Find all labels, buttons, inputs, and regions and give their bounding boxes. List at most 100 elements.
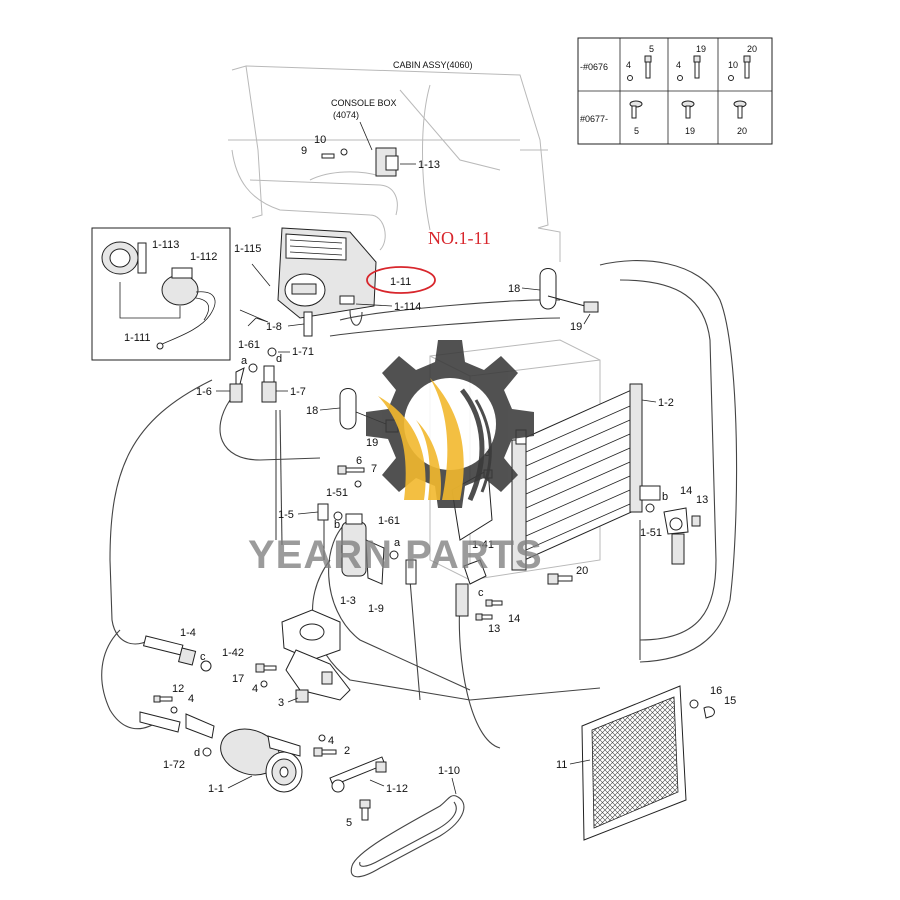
console-box-part — [321, 147, 399, 177]
callout-1-71: 1-71 — [292, 346, 314, 358]
heater-unit — [239, 227, 377, 337]
o-ring-icon — [389, 550, 399, 560]
grille-11 — [581, 685, 687, 841]
callout-2: 2 — [344, 745, 350, 757]
callout-1-13: 1-13 — [418, 159, 440, 171]
clamp-18-top — [539, 268, 599, 313]
table-num: 4 — [676, 60, 681, 70]
callout-5: 5 — [346, 817, 352, 829]
table-num: 5 — [649, 44, 654, 54]
blower-inset — [91, 227, 231, 361]
cabin-assy-label: CABIN ASSY(4060) — [393, 60, 473, 70]
callout-a: a — [241, 355, 248, 367]
o-ring-icon — [333, 511, 343, 521]
callout-1-10: 1-10 — [438, 765, 460, 777]
fitting-1-41 — [455, 559, 487, 617]
callout-13: 13 — [488, 623, 500, 635]
bolt-icon — [255, 663, 277, 688]
callout-1-114: 1-114 — [394, 301, 421, 313]
callout-11: 11 — [556, 759, 567, 771]
callout-1-3: 1-3 — [340, 595, 356, 607]
bolt-icon — [547, 573, 573, 585]
bolt-icon — [689, 699, 715, 719]
bolt-icon — [153, 695, 178, 714]
callout-4: 4 — [328, 735, 334, 747]
o-ring-icon — [202, 747, 212, 757]
o-ring-icon — [645, 503, 655, 513]
o-ring-icon — [200, 660, 212, 672]
callout-16: 16 — [710, 685, 722, 697]
callout-1-61: 1-61 — [378, 515, 400, 527]
callout-1-6: 1-6 — [196, 386, 212, 398]
flame-icon — [378, 378, 492, 502]
callout-1-8: 1-8 — [266, 321, 282, 333]
o-ring-icon — [248, 363, 258, 373]
callout-b: b — [334, 519, 340, 531]
callout-20: 20 — [576, 565, 588, 577]
callout-1-112: 1-112 — [190, 251, 217, 263]
callout-1-5: 1-5 — [278, 509, 294, 521]
callout-1-41: 1-41 — [472, 539, 494, 551]
table-serial-2: #0677- — [580, 114, 608, 124]
callout-18: 18 — [306, 405, 318, 417]
table-serial-1: -#0676 — [580, 62, 608, 72]
fitting-1-7 — [261, 365, 277, 403]
callout-19: 19 — [570, 321, 582, 333]
callout-1-7: 1-7 — [290, 386, 306, 398]
table-num: 20 — [737, 126, 747, 136]
belt-1-10 — [350, 795, 465, 878]
table-num: 19 — [696, 44, 706, 54]
bolt-icon — [475, 599, 503, 621]
callout-d: d — [194, 747, 200, 759]
callout-1-42: 1-42 — [222, 647, 244, 659]
table-num: 19 — [685, 126, 695, 136]
callout-c: c — [478, 587, 484, 599]
callout-b: b — [662, 491, 668, 503]
bolt-icon — [337, 465, 365, 488]
callout-1-4: 1-4 — [180, 627, 196, 639]
highlight-ring — [366, 266, 436, 294]
table-num: 5 — [634, 126, 639, 136]
callout-1-1: 1-1 — [208, 783, 224, 795]
bolt-icon — [691, 515, 701, 527]
callout-4: 4 — [252, 683, 258, 695]
callout-18: 18 — [508, 283, 520, 295]
callout-14: 14 — [508, 613, 520, 625]
callout-c: c — [200, 651, 206, 663]
condenser-1-2 — [511, 383, 661, 571]
callout-1-61: 1-61 — [238, 339, 260, 351]
callout-1-115: 1-115 — [234, 243, 261, 255]
bolt-icon — [627, 55, 751, 119]
callout-15: 15 — [724, 695, 736, 707]
fitting-1-6 — [229, 367, 245, 403]
bolt-icon — [313, 734, 337, 757]
o-ring-icon — [267, 347, 277, 357]
bolt-icon — [359, 799, 371, 821]
callout-9: 9 — [301, 145, 307, 157]
console-box-code: (4074) — [333, 110, 359, 120]
callout-17: 17 — [232, 673, 244, 685]
callout-13: 13 — [696, 494, 708, 506]
callout-1-51: 1-51 — [640, 527, 662, 539]
compressor-bracket — [281, 609, 351, 703]
callout-7: 7 — [371, 463, 377, 475]
callout-1-111: 1-111 — [124, 332, 151, 344]
fitting-right — [663, 507, 689, 565]
console-box-label: CONSOLE BOX — [331, 98, 397, 108]
callout-1-2: 1-2 — [658, 397, 674, 409]
compressor-1-1 — [139, 711, 303, 793]
callout-1-12: 1-12 — [386, 783, 408, 795]
fitting-icon — [405, 559, 417, 585]
callout-6: 6 — [356, 455, 362, 467]
watermark-text: YEARN PARTS — [248, 533, 543, 577]
table-num: 4 — [626, 60, 631, 70]
callout-d: d — [276, 353, 282, 365]
callout-12: 12 — [172, 683, 184, 695]
callout-1-9: 1-9 — [368, 603, 384, 615]
highlight-note: NO.1-11 — [428, 228, 491, 248]
callout-1-113: 1-113 — [152, 239, 179, 251]
callout-1-51: 1-51 — [326, 487, 348, 499]
callout-1-11: 1-11 — [390, 276, 411, 288]
callout-4: 4 — [188, 693, 194, 705]
cabin-outline — [228, 65, 561, 262]
